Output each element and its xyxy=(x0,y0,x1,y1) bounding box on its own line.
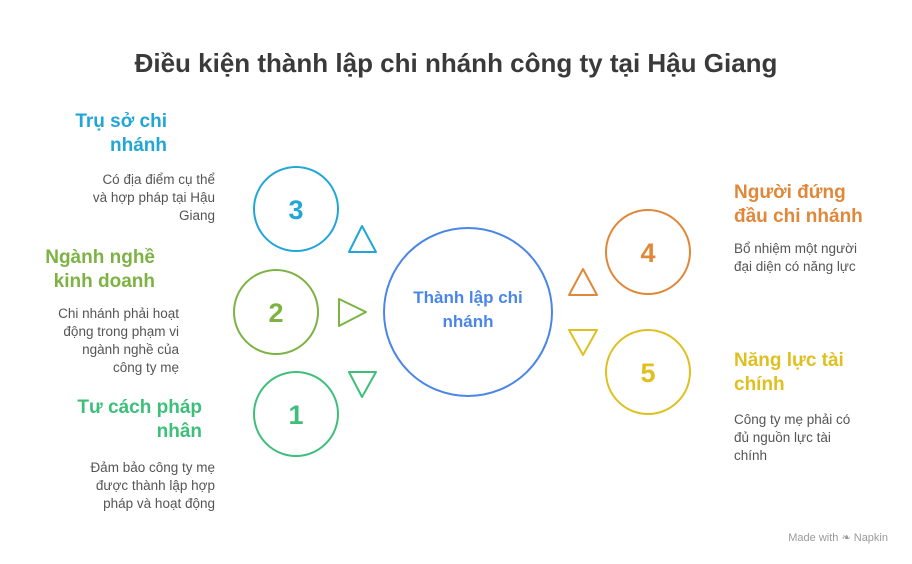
item-3-description: Có địa điểm cụ thể và hợp pháp tại Hậu G… xyxy=(40,171,215,225)
item-2-description: Chi nhánh phải hoạt động trong phạm vi n… xyxy=(20,305,179,377)
item-1-title: Tư cách pháp nhân xyxy=(40,396,202,444)
item-2-desc-line: Chi nhánh phải hoạt xyxy=(58,306,179,321)
item-5-title: Năng lực tài chính xyxy=(734,349,904,397)
item-3-title: Trụ sở chi nhánh xyxy=(40,110,167,158)
center-circle xyxy=(383,227,553,397)
circle-2-number: 2 xyxy=(268,298,283,328)
center-label-line2: nhánh xyxy=(442,312,494,331)
napkin-logo-icon: ❧ xyxy=(841,532,851,544)
item-1-desc-line: được thành lập hợp xyxy=(95,478,215,493)
item-3-desc-line: và hợp pháp tại Hậu xyxy=(92,190,215,205)
center-label-line1: Thành lập chi xyxy=(413,288,523,307)
item-1-desc-line: pháp và hoạt động xyxy=(103,496,215,511)
item-5-description: Công ty mẹ phải có đủ nguồn lực tài chín… xyxy=(734,411,904,465)
triangle-1-icon xyxy=(348,371,377,398)
circle-2: 2 xyxy=(233,269,319,355)
item-2-title-line1: Ngành nghề xyxy=(45,247,155,268)
circle-4: 4 xyxy=(605,209,691,295)
item-5-desc-line: Công ty mẹ phải có xyxy=(734,412,851,427)
triangle-5-icon xyxy=(568,329,598,356)
circle-5-number: 5 xyxy=(640,358,655,388)
item-2-desc-line: ngành nghề của xyxy=(82,342,179,357)
item-2-desc-line: công ty mẹ xyxy=(112,360,179,375)
item-3-desc-line: Có địa điểm cụ thể xyxy=(102,172,215,187)
item-4-desc-line: đại diện có năng lực xyxy=(734,259,856,274)
item-4-title-line2: đầu chi nhánh xyxy=(734,206,863,227)
item-4-title: Người đứng đầu chi nhánh xyxy=(734,181,904,229)
triangle-3-icon xyxy=(348,225,377,253)
napkin-brand: Napkin xyxy=(853,532,888,544)
item-1-description: Đảm bảo công ty mẹ được thành lập hợp ph… xyxy=(40,459,215,513)
item-3-title-line2: nhánh xyxy=(110,135,167,156)
made-with-footer: Made with ❧ Napkin xyxy=(788,531,888,544)
item-5-desc-line: chính xyxy=(734,448,768,463)
item-5-title-line2: chính xyxy=(734,374,785,395)
item-1-title-line2: nhân xyxy=(156,421,202,442)
circle-4-number: 4 xyxy=(640,238,655,268)
made-with-label: Made with xyxy=(788,532,839,544)
item-4-desc-line: Bổ nhiệm một người xyxy=(734,241,857,256)
center-label: Thành lập chi nhánh xyxy=(388,286,548,334)
item-1-title-line1: Tư cách pháp xyxy=(77,397,202,418)
triangle-4-icon xyxy=(568,268,598,296)
item-5-desc-line: đủ nguồn lực tài xyxy=(734,430,831,445)
item-1-desc-line: Đảm bảo công ty mẹ xyxy=(90,460,215,475)
item-4-title-line1: Người đứng xyxy=(734,182,846,203)
item-2-title: Ngành nghề kinh doanh xyxy=(20,246,155,294)
circle-5: 5 xyxy=(605,329,691,415)
circle-3: 3 xyxy=(253,166,339,252)
item-3-desc-line: Giang xyxy=(178,208,215,223)
item-5-title-line1: Năng lực tài xyxy=(734,350,844,371)
item-2-desc-line: động trong phạm vi xyxy=(63,324,179,339)
circle-1-number: 1 xyxy=(288,400,303,430)
item-3-title-line1: Trụ sở chi xyxy=(75,111,167,132)
circle-3-number: 3 xyxy=(288,195,303,225)
item-4-description: Bổ nhiệm một người đại diện có năng lực xyxy=(734,240,904,276)
triangle-2-icon xyxy=(338,298,367,327)
circle-1: 1 xyxy=(253,371,339,457)
page-title: Điều kiện thành lập chi nhánh công ty tạ… xyxy=(134,48,778,78)
item-2-title-line2: kinh doanh xyxy=(53,271,155,292)
